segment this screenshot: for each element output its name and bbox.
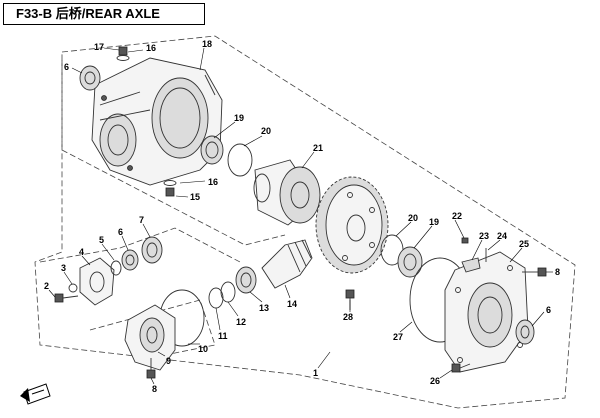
bearing-19-right <box>397 246 423 278</box>
label-28: 28 <box>343 312 353 322</box>
label-13: 13 <box>259 303 269 313</box>
label-10: 10 <box>198 344 208 354</box>
bolt-2 <box>54 293 79 303</box>
label-19-right: 19 <box>429 217 439 227</box>
label-16-lower: 16 <box>208 177 218 187</box>
bearing-19-upper <box>200 135 224 165</box>
seal-6-right <box>515 319 535 345</box>
pinion-14 <box>261 239 313 289</box>
ring-20-upper <box>227 143 253 177</box>
label-8-bottom: 8 <box>152 384 157 394</box>
label-7: 7 <box>139 215 144 225</box>
label-17: 17 <box>94 42 104 52</box>
sub-assembly-outline-left <box>39 227 241 263</box>
flange-4 <box>79 257 115 306</box>
label-22: 22 <box>452 211 462 221</box>
label-16-top: 16 <box>146 43 156 53</box>
label-26: 26 <box>430 376 440 386</box>
front-direction-arrow-icon <box>20 383 51 405</box>
label-4: 4 <box>79 247 84 257</box>
label-9: 9 <box>166 356 171 366</box>
ring-5 <box>110 260 122 276</box>
diagram-title: F33-B 后桥/REAR AXLE <box>3 3 205 25</box>
nut-3 <box>68 283 78 293</box>
label-24: 24 <box>497 231 507 241</box>
pin-22 <box>461 237 469 244</box>
cover-25 <box>444 251 529 373</box>
label-23: 23 <box>479 231 489 241</box>
label-12: 12 <box>236 317 246 327</box>
label-20-right: 20 <box>408 213 418 223</box>
pinion-housing-9 <box>124 304 176 371</box>
plug-15 <box>163 180 177 197</box>
label-15: 15 <box>190 192 200 202</box>
assembly-outline <box>34 35 576 409</box>
label-25: 25 <box>519 239 529 249</box>
bolt-26 <box>451 363 471 373</box>
sub-assembly-outline-upper <box>61 60 286 246</box>
leader-lines <box>48 47 553 385</box>
label-5: 5 <box>99 235 104 245</box>
label-20-upper: 20 <box>261 126 271 136</box>
label-6-top: 6 <box>64 62 69 72</box>
label-1: 1 <box>313 368 318 378</box>
bearing-13 <box>235 266 257 294</box>
ring-gear <box>315 176 389 274</box>
seal-6-left <box>121 249 139 271</box>
label-2: 2 <box>44 281 49 291</box>
label-6-right: 6 <box>546 305 551 315</box>
label-6-left: 6 <box>118 227 123 237</box>
differential-case-21 <box>253 159 321 226</box>
label-8-right: 8 <box>555 267 560 277</box>
housing-18 <box>91 57 223 186</box>
label-21: 21 <box>313 143 323 153</box>
label-18: 18 <box>202 39 212 49</box>
seal-6-top <box>79 65 101 91</box>
label-3: 3 <box>61 263 66 273</box>
bearing-7 <box>141 236 163 264</box>
ring-11 <box>208 287 224 309</box>
label-19-upper: 19 <box>234 113 244 123</box>
label-14: 14 <box>287 299 297 309</box>
label-11: 11 <box>218 331 228 341</box>
plug-17-top <box>116 46 130 61</box>
label-27: 27 <box>393 332 403 342</box>
